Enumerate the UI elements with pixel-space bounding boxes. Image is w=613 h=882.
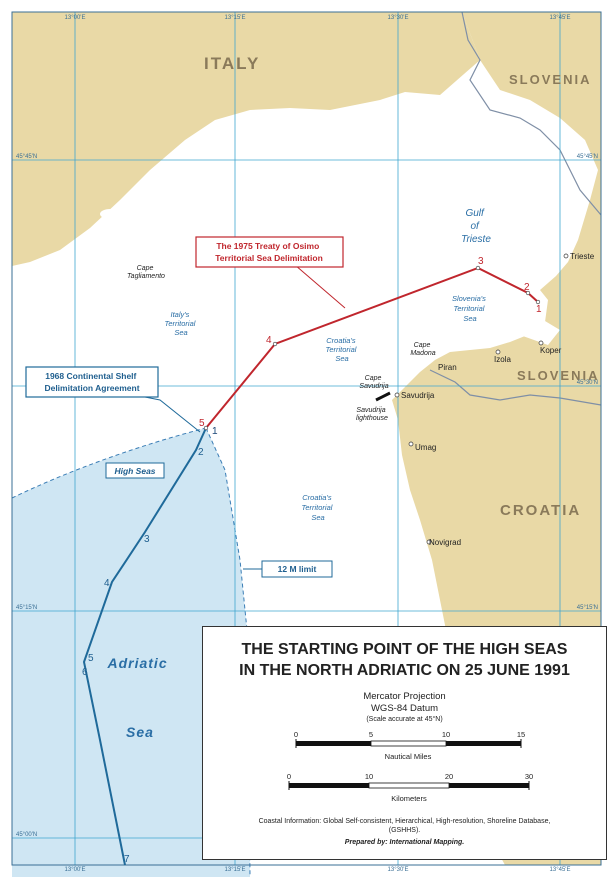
italy-land [12,12,480,266]
label-cape-tagliamento: Cape Tagliamento [127,265,165,280]
label-slovenia-territorial-sea: Slovenia's Territorial Sea [452,294,488,323]
label-savudrija-lighthouse: Savudrija lighthouse [356,407,388,422]
red-point-1b: 1 [536,304,542,315]
coastal-info: Coastal Information: Global Self-consist… [258,818,551,834]
legend-title-line-2: IN THE NORTH ADRIATIC ON 25 JUNE 1991 [239,662,570,679]
lighthouse-icon [375,391,391,402]
blue-point-4: 4 [104,578,110,589]
koper-bay [520,318,560,345]
label-trieste: Trieste [570,252,595,261]
nm-tick-5: 5 [369,730,373,739]
coord-right-1: 45°45'N [577,154,598,160]
nautical-scale: 0 5 10 15 Nautical Miles [294,730,525,761]
coord-left-3: 45°00'N [16,832,37,838]
limit-box [261,560,333,578]
label-cape-savudrija: Cape Savudrija [359,375,388,390]
legend-title-line-1: THE STARTING POINT OF THE HIGH SEAS [241,641,568,658]
coord-right-3: 45°15'N [577,605,598,611]
scale-note: (Scale accurate at 45°N) [366,716,443,723]
coord-bottom-1: 13°00'E [65,867,86,873]
label-cape-madona: Cape Madona [410,342,435,357]
kilometer-scale: 0 10 20 30 Kilometers [287,772,533,803]
blue-point-1: 1 [212,426,218,437]
coord-top-1: 13°00'E [65,15,86,21]
label-izola: Izola [494,355,511,364]
red-point-1: 1 [212,426,218,437]
label-croatia-territorial-sea-north: Croatia's Territorial Sea [325,336,358,363]
datum-label: WGS-84 Datum [370,703,439,714]
label-savudrija: Savudrija [401,391,435,400]
coord-top-3: 13°30'E [388,15,409,21]
km-tick-10: 10 [365,772,373,781]
coord-top-4: 13°45'E [550,15,571,21]
red-point-5: 5 [199,418,205,429]
label-gulf-of-trieste: Gulf of Trieste [461,208,491,245]
continental-callout [25,366,159,398]
legend-title: THE STARTING POINT OF THE HIGH SEAS IN T… [203,639,606,681]
red-point-3: 3 [478,256,484,267]
nm-tick-10: 10 [442,730,450,739]
label-slovenia-north: SLOVENIA [509,72,591,87]
coord-top-2: 13°15'E [225,15,246,21]
umag-dot [408,441,414,447]
coord-bottom-2: 13°15'E [225,867,246,873]
nm-tick-0: 0 [294,730,298,739]
blue-point-5: 5 [88,653,94,664]
label-koper: Koper [540,346,562,355]
km-tick-0: 0 [287,772,291,781]
label-croatia-territorial-sea-south: Croatia's Territorial Sea [301,493,334,522]
coord-left-1: 45°45'N [16,154,37,160]
label-high-seas: High Seas [114,466,155,476]
savudrija-dot [394,392,400,398]
legend-box: THE STARTING POINT OF THE HIGH SEAS IN T… [202,626,607,860]
label-piran: Piran [438,363,457,372]
label-adriatic-sea: Adriatic Sea [106,655,172,740]
coord-bottom-3: 13°30'E [388,867,409,873]
coord-bottom-4: 13°45'E [550,867,571,873]
high-seas-box [105,462,165,479]
continental-callout-text: 1968 Continental Shelf Delimitation Agre… [44,371,139,393]
scale-bars: 0 5 10 15 Nautical Miles 0 10 20 30 Kilo… [287,730,533,803]
coord-right-2: 45°30'N [577,380,598,386]
novigrad-dot [426,539,432,545]
continental-shelf-line [82,427,207,866]
nm-label: Nautical Miles [385,752,432,761]
label-slovenia: SLOVENIA [517,368,599,383]
label-umag: Umag [415,443,436,452]
projection-label: Mercator Projection [363,691,446,702]
red-point-4: 4 [266,335,272,346]
km-tick-20: 20 [445,772,453,781]
osimo-callout [195,236,344,268]
km-label: Kilometers [391,794,427,803]
trieste-dot [563,253,569,259]
km-tick-30: 30 [525,772,533,781]
label-novigrad: Novigrad [429,538,461,547]
red-point-2: 2 [524,282,530,293]
prepared-by: Prepared by: International Mapping. [344,839,465,846]
map-frame [11,11,602,866]
label-italy-territorial-sea: Italy's Territorial Sea [164,310,197,337]
blue-point-6: 6 [82,667,88,678]
coord-left-2: 45°15'N [16,605,37,611]
label-italy: ITALY [204,54,260,73]
lagoon-spots [100,114,369,219]
blue-point-7: 7 [124,854,130,865]
izola-dot [495,349,501,355]
osimo-leader [294,264,346,309]
point-markers [203,265,541,431]
projection-info: Mercator Projection WGS-84 Datum (Scale … [203,691,606,725]
label-12m-limit: 12 M limit [278,564,317,574]
nm-tick-15: 15 [517,730,525,739]
koper-dot [538,340,544,346]
blue-point-3: 3 [144,534,150,545]
osimo-callout-text: The 1975 Treaty of Osimo Territorial Sea… [215,241,323,263]
blue-point-2: 2 [198,447,204,458]
label-croatia: CROATIA [500,502,581,519]
high-seas-area [12,428,250,877]
